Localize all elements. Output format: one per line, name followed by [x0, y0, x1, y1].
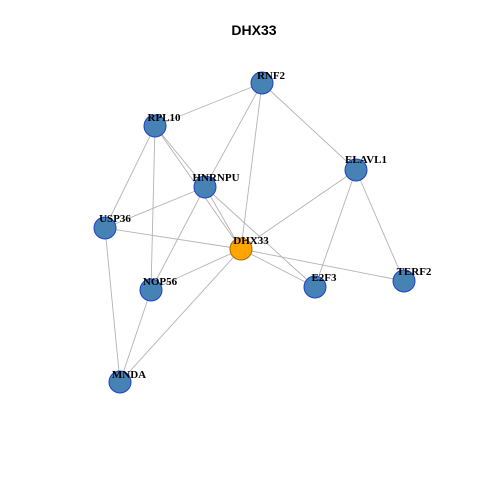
node-terf2[interactable] — [392, 269, 416, 293]
edge-rnf2-dhx33 — [240, 82, 263, 250]
node-label-usp36: USP36 — [99, 213, 131, 225]
edge-rpl10-hnrnpu — [154, 125, 206, 188]
node-nop56[interactable] — [139, 278, 163, 302]
edge-hnrnpu-usp36 — [104, 186, 206, 229]
edge-usp36-mnda — [104, 227, 121, 383]
edge-dhx33-mnda — [119, 248, 242, 383]
node-label-nop56: NOP56 — [143, 276, 178, 288]
edge-elavl1-terf2 — [355, 169, 405, 282]
node-label-dhx33: DHX33 — [233, 235, 269, 247]
node-label-mnda: MNDA — [112, 369, 146, 381]
nodes-layer — [93, 71, 416, 394]
edge-rnf2-hnrnpu — [204, 82, 263, 188]
edge-usp36-dhx33 — [104, 227, 242, 250]
node-usp36[interactable] — [93, 216, 117, 240]
node-rnf2[interactable] — [250, 71, 274, 95]
node-hnrnpu[interactable] — [193, 175, 217, 199]
edge-hnrnpu-nop56 — [150, 186, 206, 291]
node-mnda[interactable] — [108, 370, 132, 394]
node-label-terf2: TERF2 — [397, 266, 432, 278]
graph-title: DHX33 — [231, 22, 276, 38]
edge-rnf2-rpl10 — [154, 82, 263, 127]
edge-hnrnpu-dhx33 — [204, 186, 242, 250]
node-label-elavl1: ELAVL1 — [345, 154, 387, 166]
edge-hnrnpu-e2f3 — [204, 186, 316, 288]
node-label-e2f3: E2F3 — [311, 272, 337, 284]
node-label-rnf2: RNF2 — [257, 70, 286, 82]
node-label-hnrnpu: HNRNPU — [192, 172, 239, 184]
node-label-rpl10: RPL10 — [148, 112, 182, 124]
edge-elavl1-dhx33 — [240, 169, 357, 250]
edge-rpl10-usp36 — [104, 125, 156, 229]
edge-rnf2-elavl1 — [261, 82, 357, 171]
edge-nop56-mnda — [119, 289, 152, 383]
edges-layer — [104, 82, 405, 383]
node-rpl10[interactable] — [143, 114, 167, 138]
node-e2f3[interactable] — [303, 275, 327, 299]
node-dhx33[interactable] — [229, 237, 253, 261]
node-elavl1[interactable] — [344, 158, 368, 182]
edge-dhx33-terf2 — [240, 248, 405, 282]
edge-dhx33-e2f3 — [240, 248, 316, 288]
edge-elavl1-e2f3 — [314, 169, 357, 288]
edge-dhx33-nop56 — [150, 248, 242, 291]
